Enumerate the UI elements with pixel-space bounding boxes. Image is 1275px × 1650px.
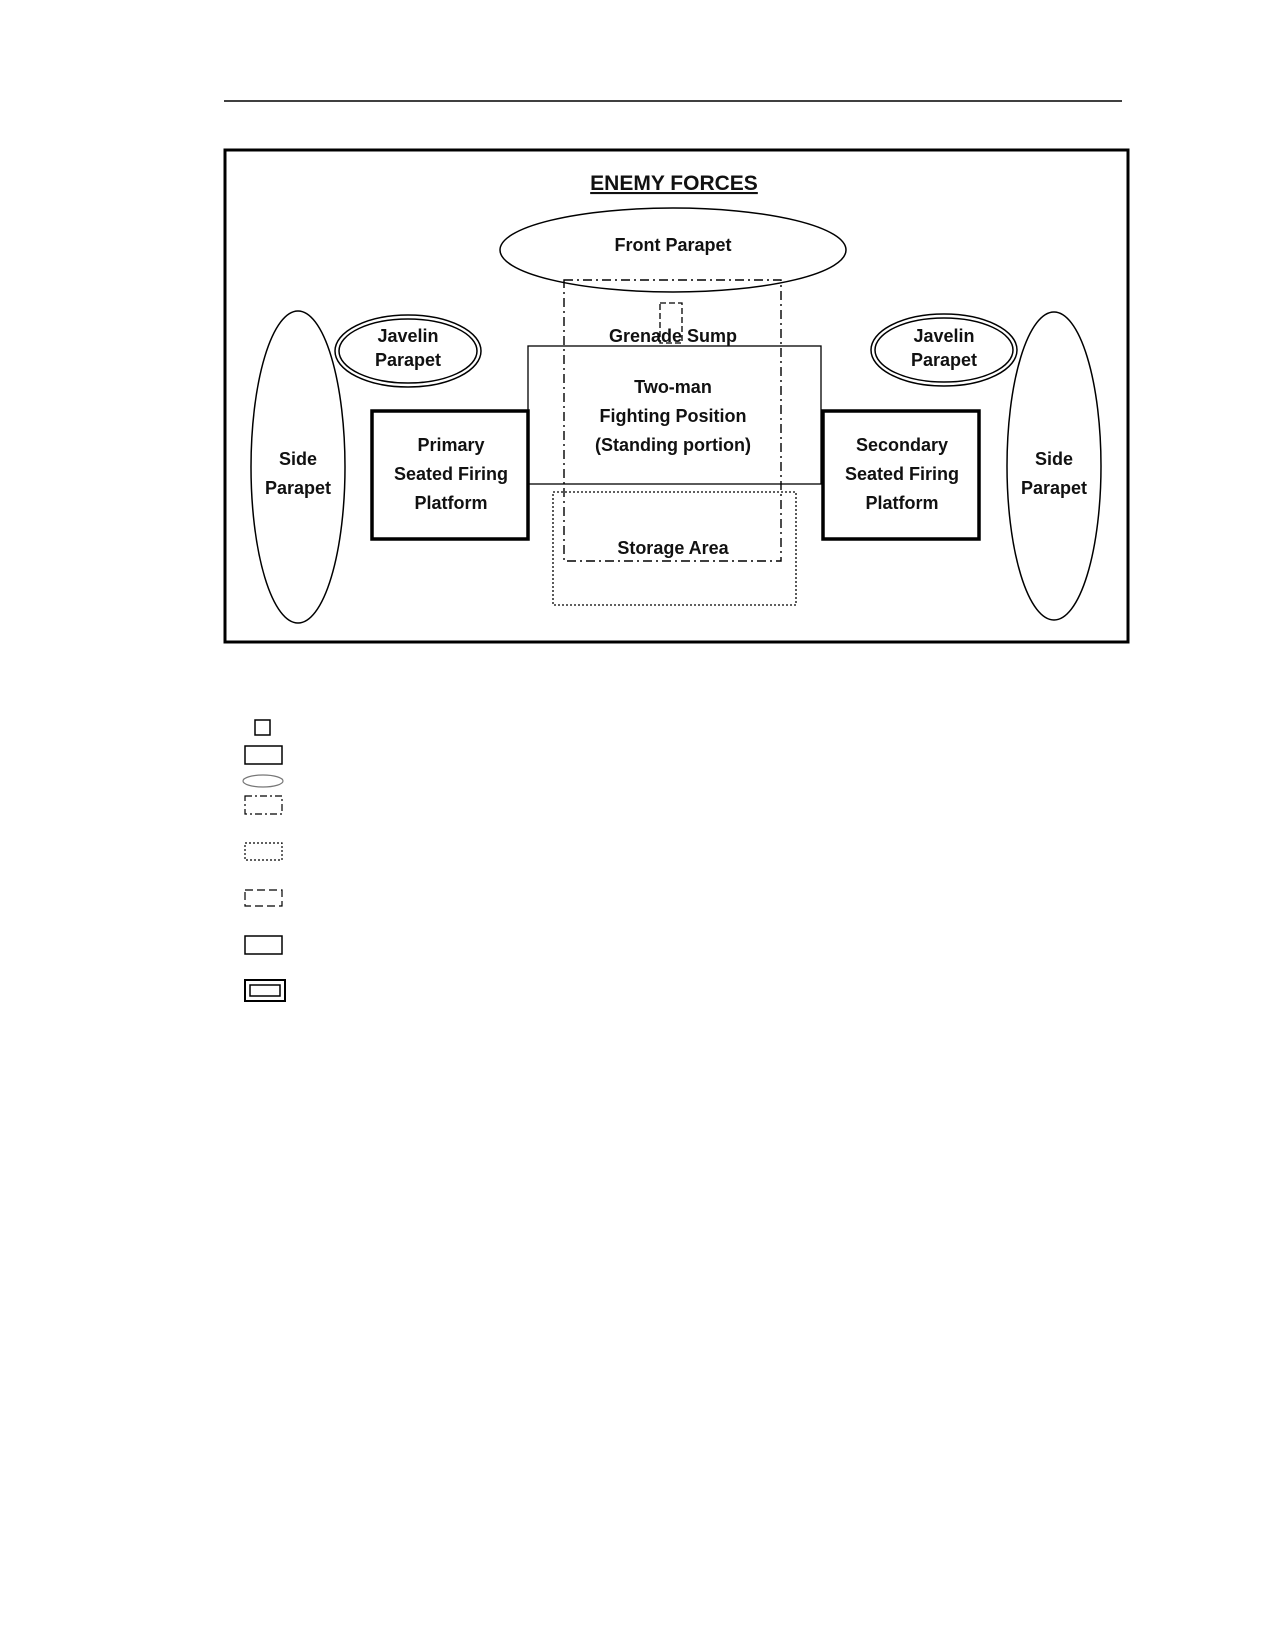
fighting-position-label-2: Fighting Position [600, 406, 747, 426]
javelin-parapet-left-label-2: Parapet [375, 350, 441, 370]
dotted-rectangle-symbol [244, 842, 283, 861]
javelin-parapet-right-label-2: Parapet [911, 350, 977, 370]
gray-ellipse-symbol [242, 774, 284, 788]
javelin-parapet-right-label-1: Javelin [913, 326, 974, 346]
overhead-cover-dash-dot [563, 279, 782, 562]
primary-platform-label-2: Seated Firing [394, 464, 508, 484]
small-square-symbol [254, 719, 271, 736]
fighting-position-label-3: (Standing portion) [595, 435, 751, 455]
side-parapet-left-label-2: Parapet [265, 478, 331, 498]
grenade-sump-shape [659, 302, 683, 344]
javelin-parapet-left: Javelin Parapet [334, 314, 482, 388]
dash-dot-rectangle-symbol [244, 795, 283, 815]
diagram-frame [223, 148, 1130, 644]
secondary-platform-label-3: Platform [865, 493, 938, 513]
side-parapet-right-label-2: Parapet [1021, 478, 1087, 498]
storage-area-shape [552, 491, 797, 606]
primary-platform-label-3: Platform [414, 493, 487, 513]
side-parapet-left-label-1: Side [279, 449, 317, 469]
javelin-parapet-left-label-1: Javelin [377, 326, 438, 346]
diagram-title: ENEMY FORCES [590, 172, 758, 195]
fighting-position-label-1: Two-man [634, 377, 712, 397]
javelin-parapet-right: Javelin Parapet [870, 313, 1018, 387]
secondary-platform-shape [821, 409, 981, 541]
secondary-platform-label-2: Seated Firing [845, 464, 959, 484]
side-parapet-right-label-1: Side [1035, 449, 1073, 469]
plain-rectangle-symbol [244, 935, 283, 955]
front-parapet-shape [499, 207, 847, 293]
storage-area-label: Storage Area [617, 538, 729, 558]
side-parapet-left-shape [250, 310, 346, 624]
front-parapet-label: Front Parapet [614, 235, 731, 255]
legend [242, 719, 286, 1002]
double-rectangle-symbol [244, 979, 286, 1002]
grenade-sump-label: Grenade Sump [609, 326, 737, 346]
secondary-platform-label-1: Secondary [856, 435, 948, 455]
primary-platform-label-1: Primary [417, 435, 484, 455]
dashed-rectangle-symbol [244, 889, 283, 907]
side-parapet-right-shape [1006, 311, 1102, 621]
fighting-position-diagram: ENEMY FORCES Front Parapet Side Parapet … [223, 148, 1130, 644]
primary-platform-shape [370, 409, 530, 541]
solid-rectangle-symbol [244, 745, 283, 765]
